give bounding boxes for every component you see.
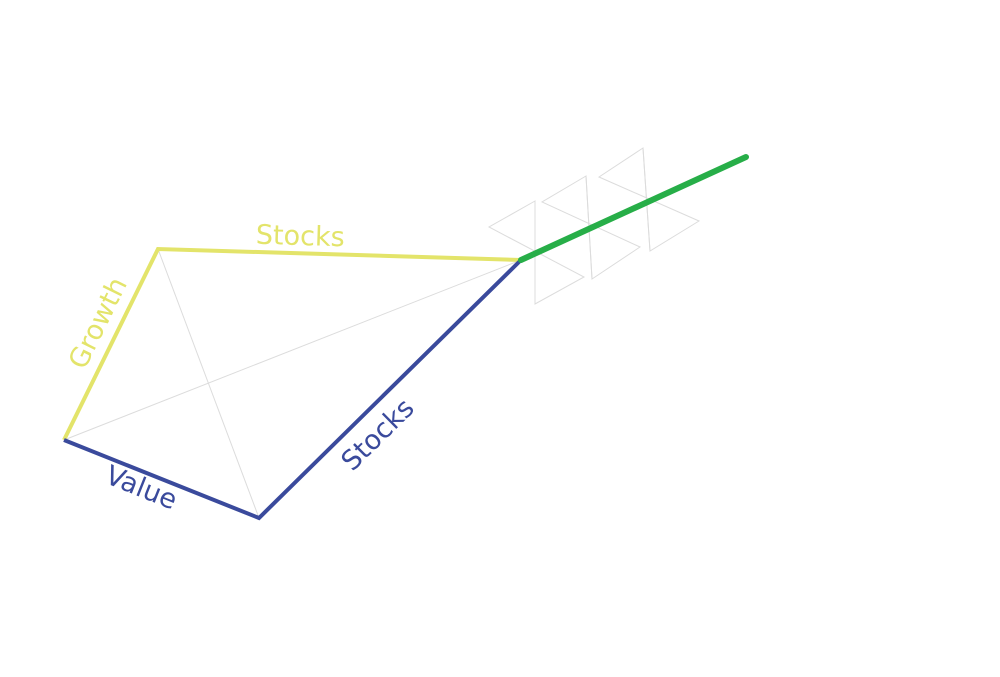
trend-line: [518, 154, 749, 263]
diagonal-value-left-to-apex: [63, 259, 522, 441]
stocks-top-label: Stocks: [255, 220, 345, 254]
value-stocks-path: [63, 258, 523, 521]
value-label: Value: [101, 460, 181, 516]
growth-stocks-path: [62, 246, 522, 441]
guide-lines: [63, 248, 522, 519]
stocks-bottom-label: Stocks: [336, 393, 421, 477]
